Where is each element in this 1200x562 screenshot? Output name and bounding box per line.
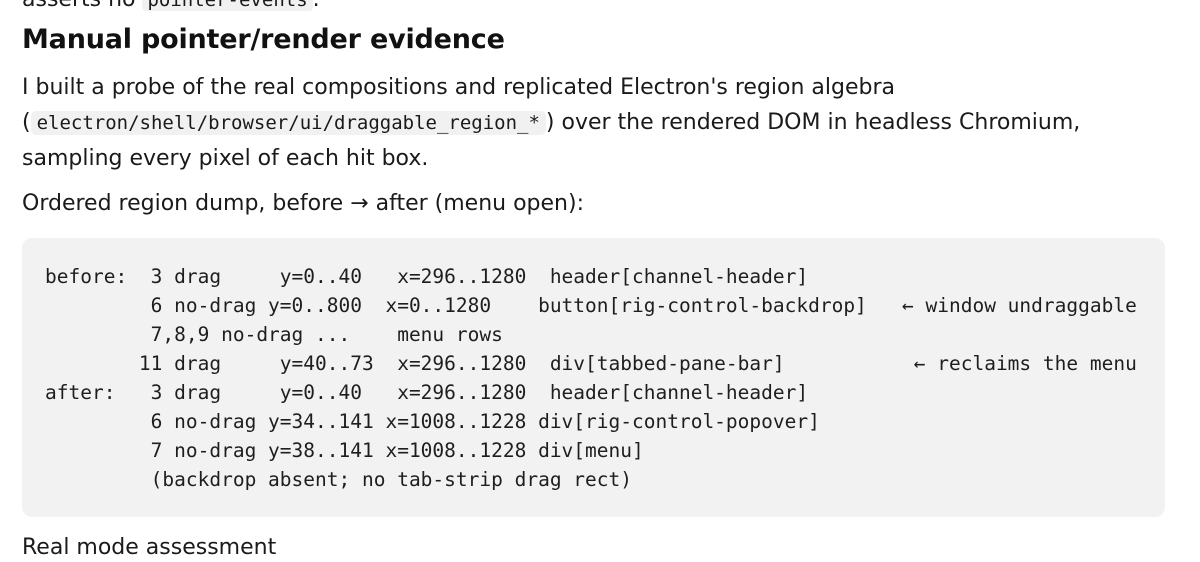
fragment-text: asserts no bbox=[22, 0, 135, 12]
section-heading: Manual pointer/render evidence bbox=[22, 24, 505, 55]
region-dump-pre: before: 3 drag y=0..40 x=296..1280 heade… bbox=[22, 238, 1165, 494]
probe-text-before: I built a probe of the real compositions… bbox=[22, 75, 896, 135]
fragment-suffix: . bbox=[313, 0, 320, 12]
fragment-inline-code: pointer-events bbox=[142, 0, 313, 11]
code-line-before-header: before: 3 drag y=0..40 x=296..1280 heade… bbox=[45, 265, 809, 288]
code-line-menu: 7 no-drag y=38..141 x=1008..1228 div[men… bbox=[45, 439, 644, 462]
previous-paragraph-fragment: asserts no pointer-events. bbox=[22, 0, 320, 14]
region-dump-intro: Ordered region dump, before → after (men… bbox=[22, 191, 584, 216]
code-line-backdrop-absent: (backdrop absent; no tab-strip drag rect… bbox=[45, 468, 632, 491]
code-line-tabbed-pane-bar: 11 drag y=40..73 x=296..1280 div[tabbed-… bbox=[45, 352, 1137, 375]
region-path-code: electron/shell/browser/ui/draggable_regi… bbox=[30, 111, 546, 135]
probe-text-after: ) over the rendered DOM in headless Chro… bbox=[22, 110, 1081, 171]
code-line-after-header: after: 3 drag y=0..40 x=296..1280 header… bbox=[45, 381, 809, 404]
probe-description: I built a probe of the real compositions… bbox=[22, 70, 1172, 176]
code-line-backdrop: 6 no-drag y=0..800 x=0..1280 button[rig-… bbox=[45, 294, 1137, 317]
code-line-menu-rows: 7,8,9 no-drag ... menu rows bbox=[45, 323, 503, 346]
next-paragraph-fragment: Real mode assessment bbox=[22, 535, 277, 560]
code-line-popover: 6 no-drag y=34..141 x=1008..1228 div[rig… bbox=[45, 410, 820, 433]
region-dump-code-block: before: 3 drag y=0..40 x=296..1280 heade… bbox=[22, 238, 1165, 517]
